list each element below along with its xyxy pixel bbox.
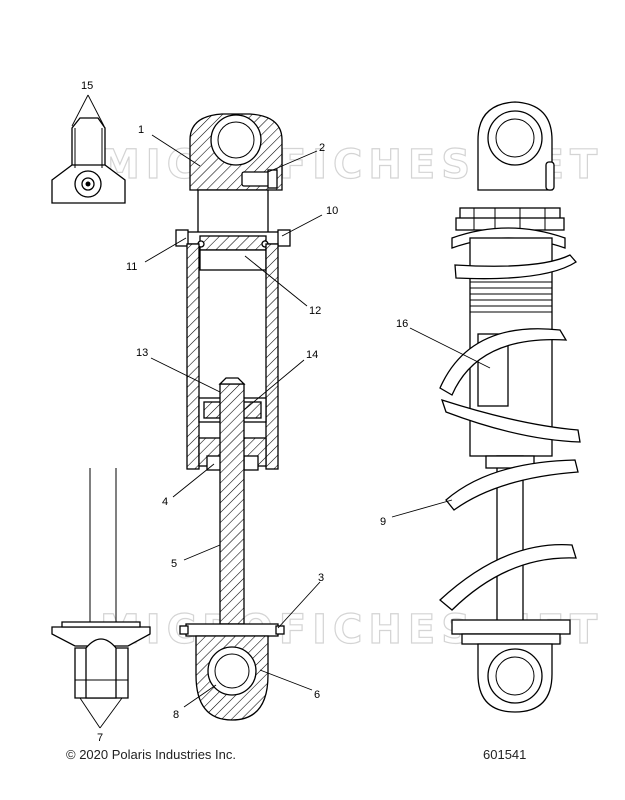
callout-11: 11 [126,261,137,273]
callout-4: 4 [162,496,168,508]
callout-15: 15 [81,80,93,92]
shock-section-view [175,113,291,721]
figure-number: 601541 [483,747,527,762]
callout-14: 14 [306,349,318,361]
callout-7: 7 [97,732,103,744]
callout-12: 12 [309,305,321,317]
callout-3: 3 [318,572,324,584]
callout-1: 1 [138,124,144,136]
callout-16: 16 [396,318,408,330]
callout-13: 13 [136,347,148,359]
callout-6: 6 [314,689,320,701]
body-threads [470,281,552,313]
copyright-text: © 2020 Polaris Industries Inc. [66,747,236,762]
callout-9: 9 [380,516,386,528]
callout-10: 10 [326,205,338,217]
callout-5: 5 [171,558,177,570]
leader-lines [144,134,491,708]
callout-2: 2 [319,142,325,154]
detail-view-15 [51,94,126,204]
callout-8: 8 [173,709,179,721]
detail-view-7 [51,468,151,729]
shock-assembled-view [439,101,581,713]
